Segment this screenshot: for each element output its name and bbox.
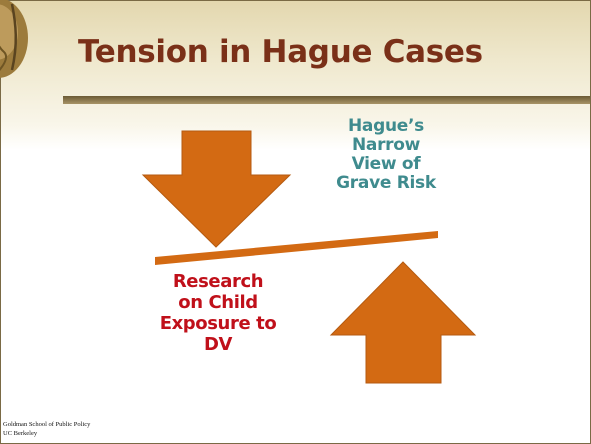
up-arrow-icon	[329, 261, 477, 384]
research-line-1: Research	[172, 271, 264, 292]
down-arrow-icon	[141, 130, 292, 248]
globe-icon	[0, 0, 28, 78]
footer-university: UC Berkeley	[3, 430, 38, 437]
title-divider	[63, 96, 590, 104]
hague-view-line-4: Grave Risk	[336, 173, 436, 193]
footer-school: Goldman School of Public Policy	[3, 421, 91, 428]
slide-title: Tension in Hague Cases	[78, 34, 483, 70]
hague-view-line-1: Hague’s	[348, 116, 424, 136]
seesaw-beam	[155, 231, 438, 265]
hague-view-label: Hague’s Narrow View of Grave Risk	[330, 117, 442, 193]
research-line-4: DV	[203, 334, 233, 355]
hague-view-line-2: Narrow	[351, 135, 421, 155]
research-label: Research on Child Exposure to DV	[151, 271, 285, 355]
research-line-3: Exposure to	[159, 313, 277, 334]
hague-view-line-3: View of	[351, 154, 421, 174]
footer: Goldman School of Public Policy UC Berke…	[3, 420, 90, 438]
research-line-2: on Child	[178, 292, 258, 313]
